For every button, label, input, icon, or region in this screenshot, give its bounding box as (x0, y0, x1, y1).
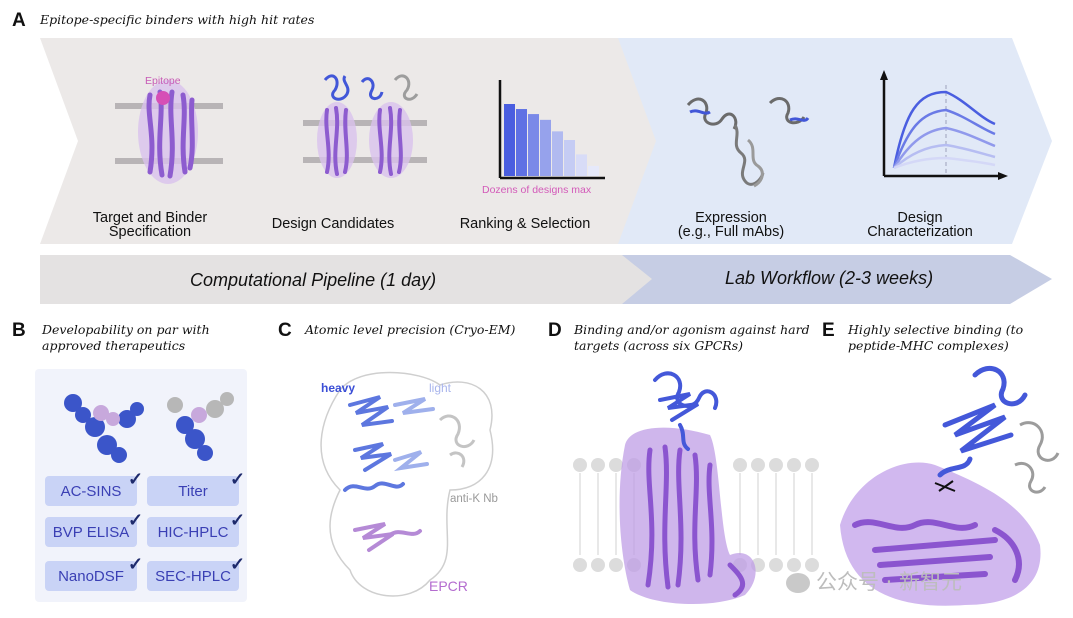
step-label-4: Expression(e.g., Full mAbs) (677, 210, 785, 240)
lab-band (622, 255, 1052, 304)
epitope-label: Epitope (145, 75, 181, 87)
panel-c-title: Atomic level precision (Cryo-EM) (305, 322, 516, 337)
design-candidates-illustration (303, 74, 427, 178)
panel-d-letter: D (548, 320, 562, 341)
watermark: 公众号 · 新智元 (786, 566, 962, 596)
assay-ac-sins: AC-SINS (45, 476, 137, 506)
heavy-chain-label: heavy (321, 381, 356, 395)
chevron-step-4 (618, 38, 850, 244)
check-icon: ✓ (128, 469, 144, 489)
check-icon: ✓ (230, 554, 246, 574)
panel-c-letter: C (278, 320, 292, 341)
ranking-bar (504, 104, 515, 176)
light-chain-label: light (429, 381, 452, 395)
panel-b-letter: B (12, 320, 26, 341)
antibody-pair-illustration (64, 392, 234, 463)
ranking-bar (588, 165, 599, 176)
check-icon: ✓ (128, 510, 144, 530)
ranking-bars (504, 104, 599, 176)
panel-a-title: Epitope-specific binders with high hit r… (40, 12, 315, 27)
assay-nanodsf: NanoDSF (45, 561, 137, 591)
assay-titer: Titer (147, 476, 239, 506)
gpcr-binding-illustration (573, 371, 819, 605)
ranking-bar (564, 140, 575, 176)
ranking-chart-axes (498, 80, 605, 180)
step-label-3: Ranking & Selection (459, 216, 591, 232)
lab-workflow-label: Lab Workflow (2-3 weeks) (725, 268, 934, 288)
computational-pipeline-label: Computational Pipeline (1 day) (190, 270, 437, 290)
ranking-caption: Dozens of designs max (482, 184, 592, 196)
assay-hic-hplc: HIC-HPLC (147, 517, 239, 547)
developability-card: AC-SINS ✓ Titer ✓ BVP ELISA ✓ HIC-HPLC ✓… (35, 369, 247, 602)
computational-band (40, 255, 660, 304)
panel-e-letter: E (822, 320, 835, 341)
cryo-em-structure-illustration (320, 371, 494, 597)
antibody-illustration (686, 97, 810, 188)
step-label-2: Design Candidates (271, 216, 395, 232)
ranking-bar (516, 109, 527, 176)
ranking-bar (540, 119, 551, 176)
wechat-icon (786, 573, 810, 593)
panel-a-letter: A (12, 10, 26, 31)
anti-k-nb-label: anti-K Nb (450, 493, 498, 505)
check-icon: ✓ (230, 469, 246, 489)
check-icon: ✓ (230, 510, 246, 530)
ranking-bar (576, 154, 587, 176)
characterization-chart (880, 70, 1008, 180)
check-icon: ✓ (128, 554, 144, 574)
assay-bvp-elisa: BVP ELISA (45, 517, 137, 547)
ranking-bar (528, 114, 539, 176)
ranking-bar (552, 131, 563, 176)
assay-sec-hplc: SEC-HPLC (147, 561, 239, 591)
pmhc-binding-illustration (840, 366, 1060, 606)
panel-a-chevrons (40, 38, 1052, 304)
chevron-step-5 (810, 38, 1052, 244)
epcr-label: EPCR (429, 578, 468, 594)
target-protein-illustration (115, 80, 223, 184)
